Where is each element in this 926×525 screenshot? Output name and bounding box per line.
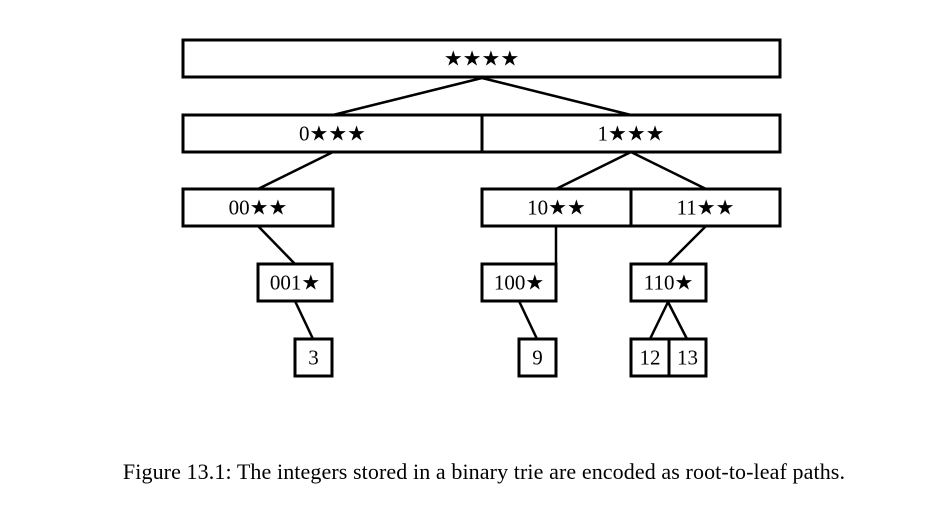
trie-node-label: 00★★: [229, 196, 288, 220]
trie-node-label: 100★: [494, 271, 544, 295]
trie-node-box: [181, 187, 335, 228]
trie-node-box: [181, 38, 782, 79]
trie-node-label: 110★: [644, 271, 694, 295]
trie-edge: [257, 225, 296, 265]
trie-node-label: 0★★★: [299, 122, 366, 146]
trie-node-box: [293, 337, 334, 378]
trie-node-label: 1★★★: [598, 122, 665, 146]
trie-edge: [332, 76, 483, 117]
trie-edge: [555, 150, 632, 191]
trie-edge: [667, 225, 707, 265]
trie-edges: [257, 76, 707, 340]
trie-node-box: [629, 262, 708, 303]
trie-edge: [630, 150, 707, 191]
trie-node-box: [629, 187, 782, 228]
trie-node-label: 3: [308, 346, 319, 370]
trie-node-label: 12: [640, 346, 661, 370]
trie-node-box: [181, 113, 484, 154]
trie-node-label: ★★★★: [444, 47, 519, 71]
trie-edge: [517, 300, 539, 340]
trie-node-label: 10★★: [527, 196, 586, 220]
figure-caption: Figure 13.1: The integers stored in a bi…: [122, 459, 846, 484]
trie-edge: [648, 301, 670, 340]
trie-node-label: 001★: [270, 271, 320, 295]
trie-nodes: ★★★★ 0★★★ 1★★★ 00★★ 10★★ 11★★ 001★ 100★ 110★ 3 9 12…: [181, 38, 782, 378]
trie-edge: [293, 300, 315, 340]
trie-node-label: 11★★: [677, 196, 735, 220]
trie-node-box: [517, 337, 558, 378]
trie-node-box: [480, 262, 558, 303]
trie-node-label: 9: [532, 346, 543, 370]
trie-node-box: [480, 113, 782, 154]
trie-edge: [481, 76, 632, 117]
trie-node-label: 13: [677, 346, 698, 370]
trie-node-box: [667, 337, 708, 378]
trie-node-box: [256, 262, 334, 303]
trie-node-box: [480, 187, 633, 228]
trie-edge: [666, 301, 689, 340]
trie-edge: [257, 150, 334, 191]
